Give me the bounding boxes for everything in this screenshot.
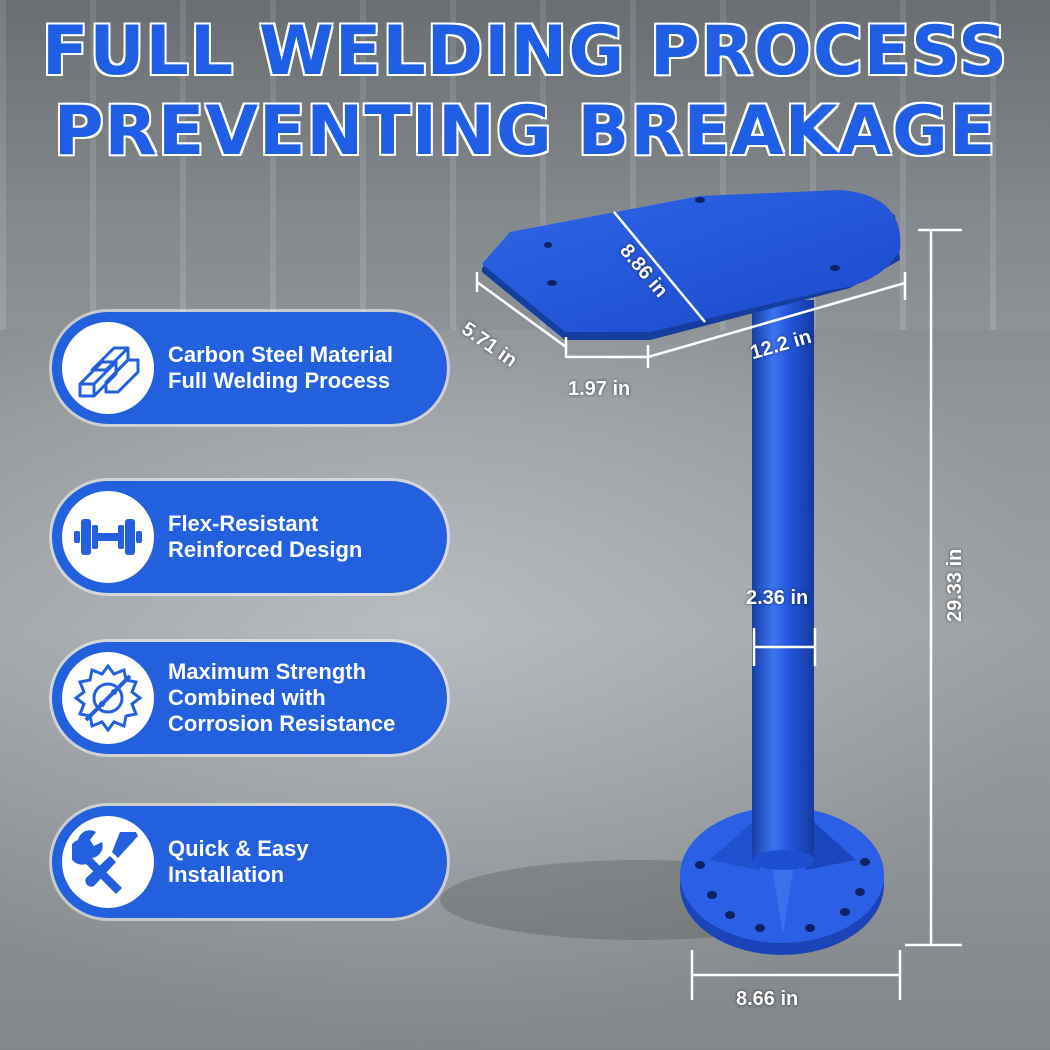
feature-carbon-steel: Carbon Steel Material Full Welding Proce… bbox=[52, 312, 447, 424]
gusset-left bbox=[710, 815, 760, 870]
feature-line: Full Welding Process bbox=[168, 368, 391, 393]
dumbbell-icon bbox=[74, 519, 142, 555]
feature-line: Maximum Strength bbox=[168, 659, 367, 684]
base-bolt-holes bbox=[695, 858, 870, 932]
support-pipe bbox=[752, 300, 814, 860]
headline-line-2: PREVENTING BREAKAGE bbox=[52, 91, 997, 173]
feature-line: Combined with bbox=[168, 685, 326, 710]
dimension-lines bbox=[475, 211, 962, 1000]
wrench-screwdriver-icon bbox=[72, 830, 138, 894]
top-plate bbox=[482, 190, 901, 332]
top-plate-holes bbox=[544, 197, 840, 286]
dimension-base-diameter: 8.66 in bbox=[736, 988, 799, 1010]
gusset-right bbox=[806, 815, 856, 870]
feature-flex-resistant: Flex-Resistant Reinforced Design bbox=[52, 481, 447, 593]
feature-line: Installation bbox=[168, 862, 285, 887]
shield-gear-icon bbox=[73, 663, 143, 733]
feature-line: Corrosion Resistance bbox=[168, 711, 396, 736]
dimension-pipe-diameter: 2.36 in bbox=[746, 587, 809, 609]
feature-line: Reinforced Design bbox=[168, 537, 363, 562]
feature-easy-installation: Quick & Easy Installation bbox=[52, 806, 447, 918]
feature-line: Quick & Easy bbox=[168, 836, 309, 861]
feature-line: Flex-Resistant bbox=[168, 511, 319, 536]
dimension-total-height: 29.33 in bbox=[944, 548, 966, 622]
feature-maximum-strength: Maximum Strength Combined with Corrosion… bbox=[52, 642, 447, 754]
headline-line-1: FULL WELDING PROCESS bbox=[40, 11, 1009, 93]
steel-beams-icon bbox=[78, 346, 140, 398]
dimension-edge-offset: 1.97 in bbox=[568, 378, 631, 400]
feature-line: Carbon Steel Material bbox=[168, 342, 393, 367]
